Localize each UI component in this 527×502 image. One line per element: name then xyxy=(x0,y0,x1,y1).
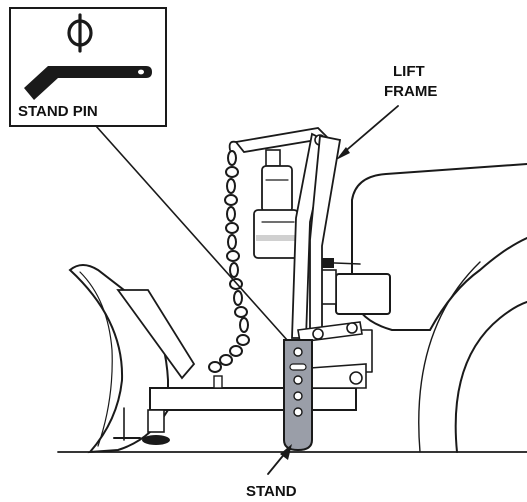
lift-frame-label-line1: LIFT xyxy=(393,63,425,80)
chain xyxy=(208,150,250,373)
stand-pin-callout: STAND PIN xyxy=(9,7,167,127)
stand-arrow xyxy=(267,444,292,475)
phi-symbol-icon xyxy=(67,13,93,53)
stand-label: STAND xyxy=(246,483,297,500)
lift-frame-arrow xyxy=(336,105,399,160)
stand-pin-label: STAND PIN xyxy=(18,103,98,120)
tractor-body xyxy=(309,163,527,453)
stand-pin-leader-line xyxy=(95,125,297,351)
lift-frame-label-line2: FRAME xyxy=(384,83,437,100)
hydraulic-cylinder xyxy=(253,149,299,259)
lift-frame xyxy=(228,127,363,343)
stand-pin-icon xyxy=(24,66,152,100)
plow-stand xyxy=(283,339,313,452)
